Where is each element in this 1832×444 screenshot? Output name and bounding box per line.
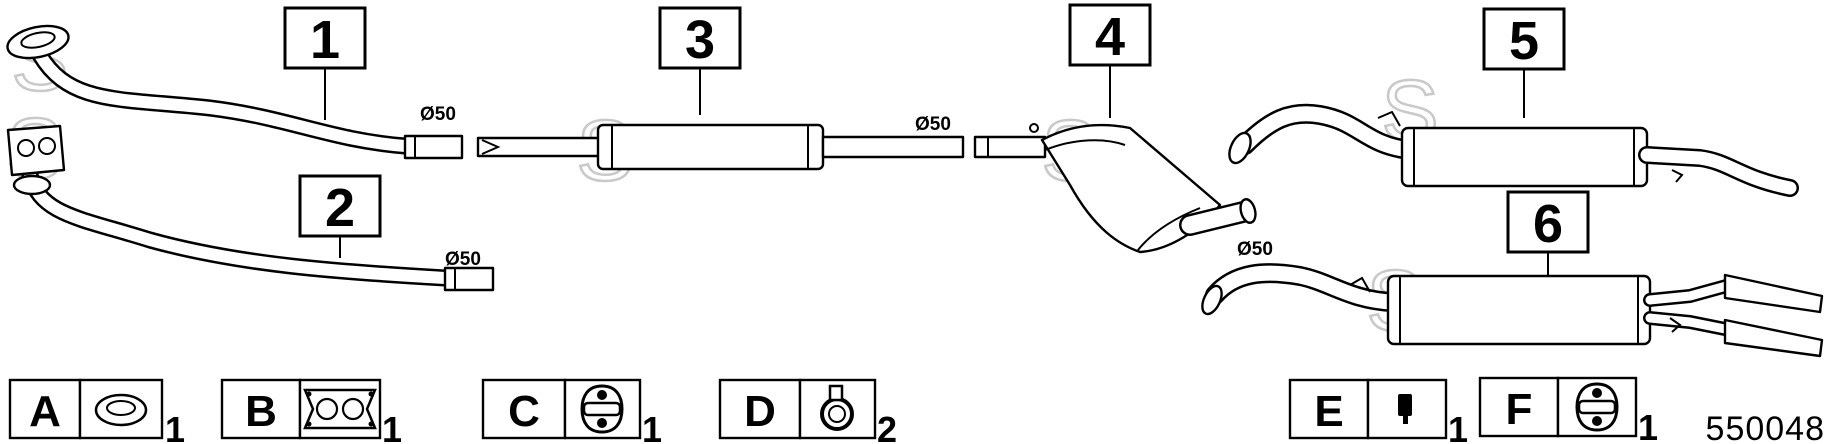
- kit-c-quantity: 1: [642, 409, 662, 444]
- kit-f-quantity: 1: [1638, 407, 1658, 444]
- part-2-front-pipe: [6, 124, 495, 292]
- fitting-kit-b: B 1: [220, 378, 402, 444]
- part-6-number: 6: [1533, 194, 1563, 254]
- kit-c-letter: C: [508, 387, 540, 436]
- pipe-clamp-icon: [820, 384, 854, 431]
- part-1-number: 1: [310, 10, 340, 70]
- part-1-front-pipe: [6, 24, 464, 160]
- kit-b-letter: B: [245, 387, 277, 436]
- part-3-middle-silencer: [476, 123, 965, 171]
- diagram-id: 550048: [1706, 410, 1825, 444]
- kit-a-letter: A: [29, 387, 61, 436]
- part-2-number: 2: [325, 178, 355, 238]
- kit-d-quantity: 2: [877, 409, 897, 444]
- part-3-number: 3: [685, 10, 715, 70]
- kit-a-quantity: 1: [165, 409, 185, 444]
- part-2-diameter-label: Ø50: [445, 249, 481, 270]
- callout-part-6: 6: [1506, 190, 1590, 276]
- part-5-number: 5: [1509, 11, 1539, 71]
- callout-part-5: 5: [1482, 7, 1566, 118]
- fitting-kit-f: F 1: [1478, 376, 1658, 444]
- kit-e-quantity: 1: [1448, 409, 1468, 444]
- fitting-kit-a: A 1: [8, 378, 185, 444]
- rubber-hanger-icon: [580, 384, 624, 434]
- part-4-number: 4: [1095, 7, 1125, 67]
- kit-e-letter: E: [1314, 387, 1343, 436]
- fitting-kit-d: D 2: [718, 378, 897, 444]
- rubber-hanger-icon: [1575, 382, 1619, 432]
- rubber-mount-icon: [1398, 394, 1412, 424]
- callout-part-3: 3: [658, 6, 742, 115]
- part-5-rear-silencer: [1228, 103, 1799, 197]
- part-4-diameter-label: Ø50: [1237, 239, 1273, 260]
- kit-b-quantity: 1: [382, 409, 402, 444]
- part-6-rear-silencer: [1201, 263, 1824, 358]
- callout-part-4: 4: [1068, 3, 1152, 118]
- callout-part-2: 2: [298, 174, 382, 258]
- fitting-kit-e: E 1: [1288, 378, 1468, 444]
- part-3-diameter-label: Ø50: [915, 114, 951, 135]
- fitting-kit-c: C 1: [481, 378, 662, 444]
- kit-d-letter: D: [744, 387, 776, 436]
- gasket-ring-icon: [94, 393, 148, 427]
- flange-gasket-icon: [303, 388, 377, 430]
- part-4-intermediate-silencer: [973, 123, 1257, 254]
- part-1-diameter-label: Ø50: [420, 104, 456, 125]
- callout-part-1: 1: [283, 6, 367, 120]
- kit-f-letter: F: [1506, 385, 1533, 434]
